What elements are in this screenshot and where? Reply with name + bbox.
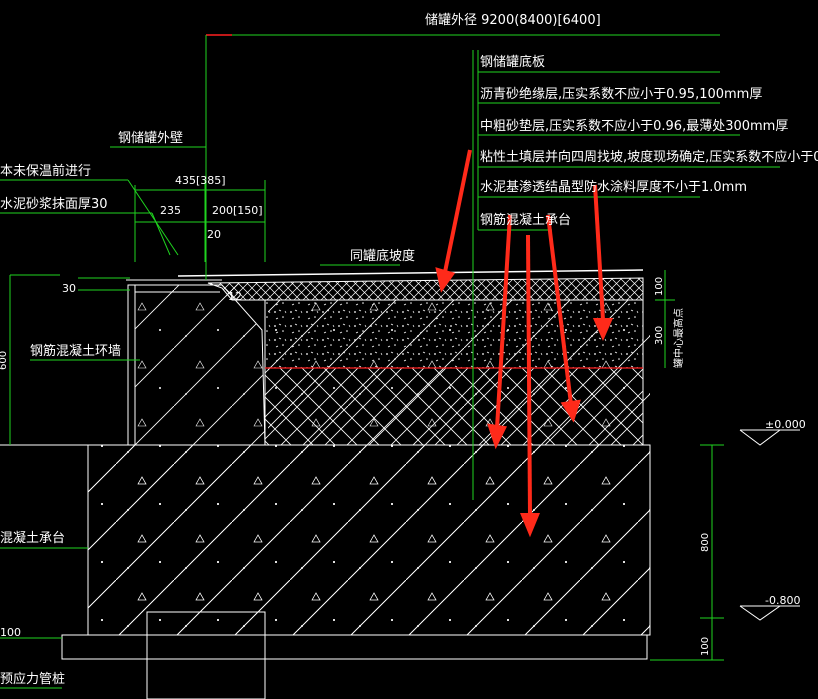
cap-base-strip [61,634,648,660]
layer-note-1: 钢储罐底板 [480,54,545,70]
layer-note-2: 沥青砂绝缘层,压实系数不应小于0.95,100mm厚 [480,86,762,102]
pile-cap-label: 混凝土承台 [0,530,65,546]
tank-bottom-plate [177,269,644,277]
dim-800: 800 [700,533,711,552]
slope-label: 同罐底坡度 [350,248,415,264]
asphalt-layer [207,277,644,301]
clay-fill-layer [264,367,644,446]
mortar-note: 水泥砂浆抹面厚30 [0,197,108,212]
sand-cushion-layer [264,299,644,369]
tank-center-label: 罐中心最高点 [672,308,685,368]
dim-30: 30 [62,282,76,295]
elevation-zero: ±0.000 [765,418,806,431]
dim-12: 12 [228,290,242,303]
insulation-note: 本未保温前进行 [0,163,91,179]
tank-diameter-title: 储罐外径 9200(8400)[6400] [425,13,601,28]
dim-235: 235 [160,204,181,217]
layer-note-5: 水泥基渗透结晶型防水涂料厚度不小于1.0mm [480,179,747,195]
dim-20: 20 [207,228,221,241]
dim-300: 300 [654,326,665,345]
pile [146,611,266,699]
dim-100-left: 100 [0,626,21,639]
dim-100-top: 100 [654,277,665,296]
callout-arrows [435,149,614,538]
layer-note-4: 粘性土填层并向四周找坡,坡度现场确定,压实系数不应小于0.97 [480,149,818,165]
pile-label: 预应力管桩 [0,671,65,687]
ring-wall-label: 钢筋混凝土环墙 [30,343,121,359]
layer-notes: 钢储罐底板 沥青砂绝缘层,压实系数不应小于0.95,100mm厚 中粗砂垫层,压… [480,54,818,228]
elevation-minus-800: -0.800 [765,594,800,607]
layer-note-6: 钢筋混凝土承台 [480,212,571,228]
tank-wall-label: 钢储罐外壁 [118,131,183,146]
dim-100-bottom: 100 [700,637,711,656]
pile-cap-lower [87,444,651,636]
ring-wall-region [134,284,266,446]
dim-435: 435[385] [175,174,226,187]
dim-600: 600 [0,351,9,370]
layer-note-3: 中粗砂垫层,压实系数不应小于0.96,最薄处300mm厚 [480,118,788,134]
dim-200: 200[150] [212,204,263,217]
